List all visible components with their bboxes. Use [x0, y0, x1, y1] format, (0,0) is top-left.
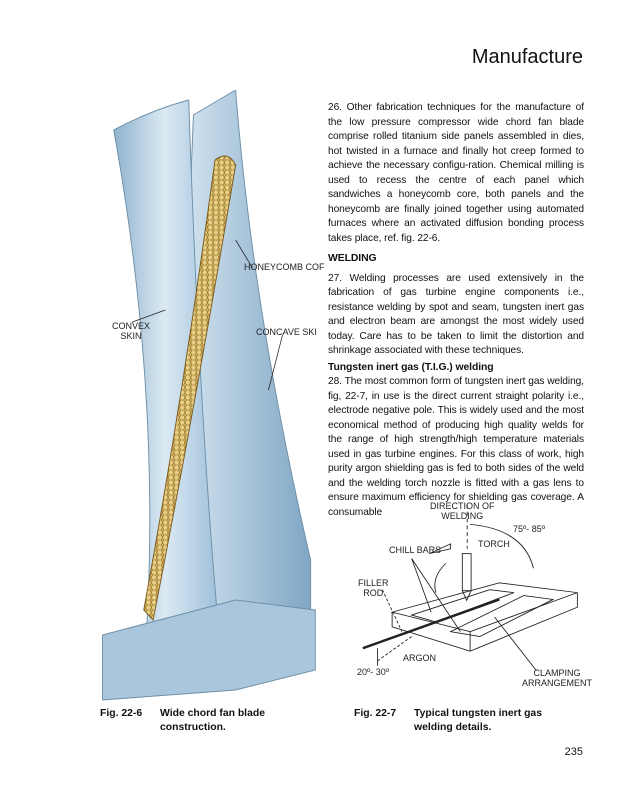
paragraph-26: 26. Other fabrication techniques for the… — [328, 102, 584, 244]
label-chill-bars: CHILL BARS — [389, 545, 442, 555]
fan-blade-illustration — [102, 90, 316, 701]
label-honeycomb-core: HONEYCOMB COF — [244, 262, 325, 272]
label-argon: ARGON — [403, 653, 437, 663]
honeycomb-core — [143, 155, 237, 622]
convex-skin — [113, 99, 218, 651]
label-torch: TORCH — [478, 539, 510, 549]
blade-root — [102, 599, 316, 701]
section-heading-welding: WELDING — [328, 253, 377, 264]
paragraph-27: 27. Welding processes are used extensive… — [328, 272, 584, 357]
label-rod-angle: 20º- 30º — [357, 667, 390, 677]
page-number: 235 — [564, 746, 583, 758]
text-column: 26. Other fabrication techniques for the… — [328, 101, 584, 520]
label-torch-angle: 75º- 85º — [513, 524, 546, 534]
subheading-tig: Tungsten inert gas (T.I.G.) welding — [328, 361, 494, 373]
paragraph-28: 28. The most common form of tungsten ine… — [328, 376, 584, 518]
page-title: Manufacture — [471, 46, 583, 68]
label-concave-skin: CONCAVE SKI — [256, 327, 317, 337]
tig-welding-diagram — [362, 504, 578, 671]
